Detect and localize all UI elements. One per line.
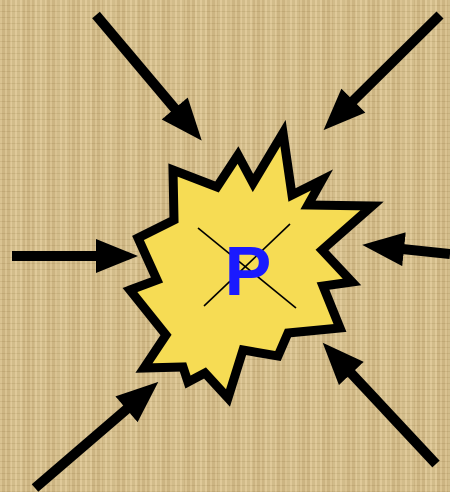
arrow-bottom-right — [350, 372, 436, 464]
arrow-top-left — [96, 15, 176, 110]
center-label: P — [225, 232, 272, 310]
arrow-right — [402, 249, 450, 254]
arrow-bottom-left — [35, 408, 128, 488]
arrow-top-right — [352, 15, 440, 102]
